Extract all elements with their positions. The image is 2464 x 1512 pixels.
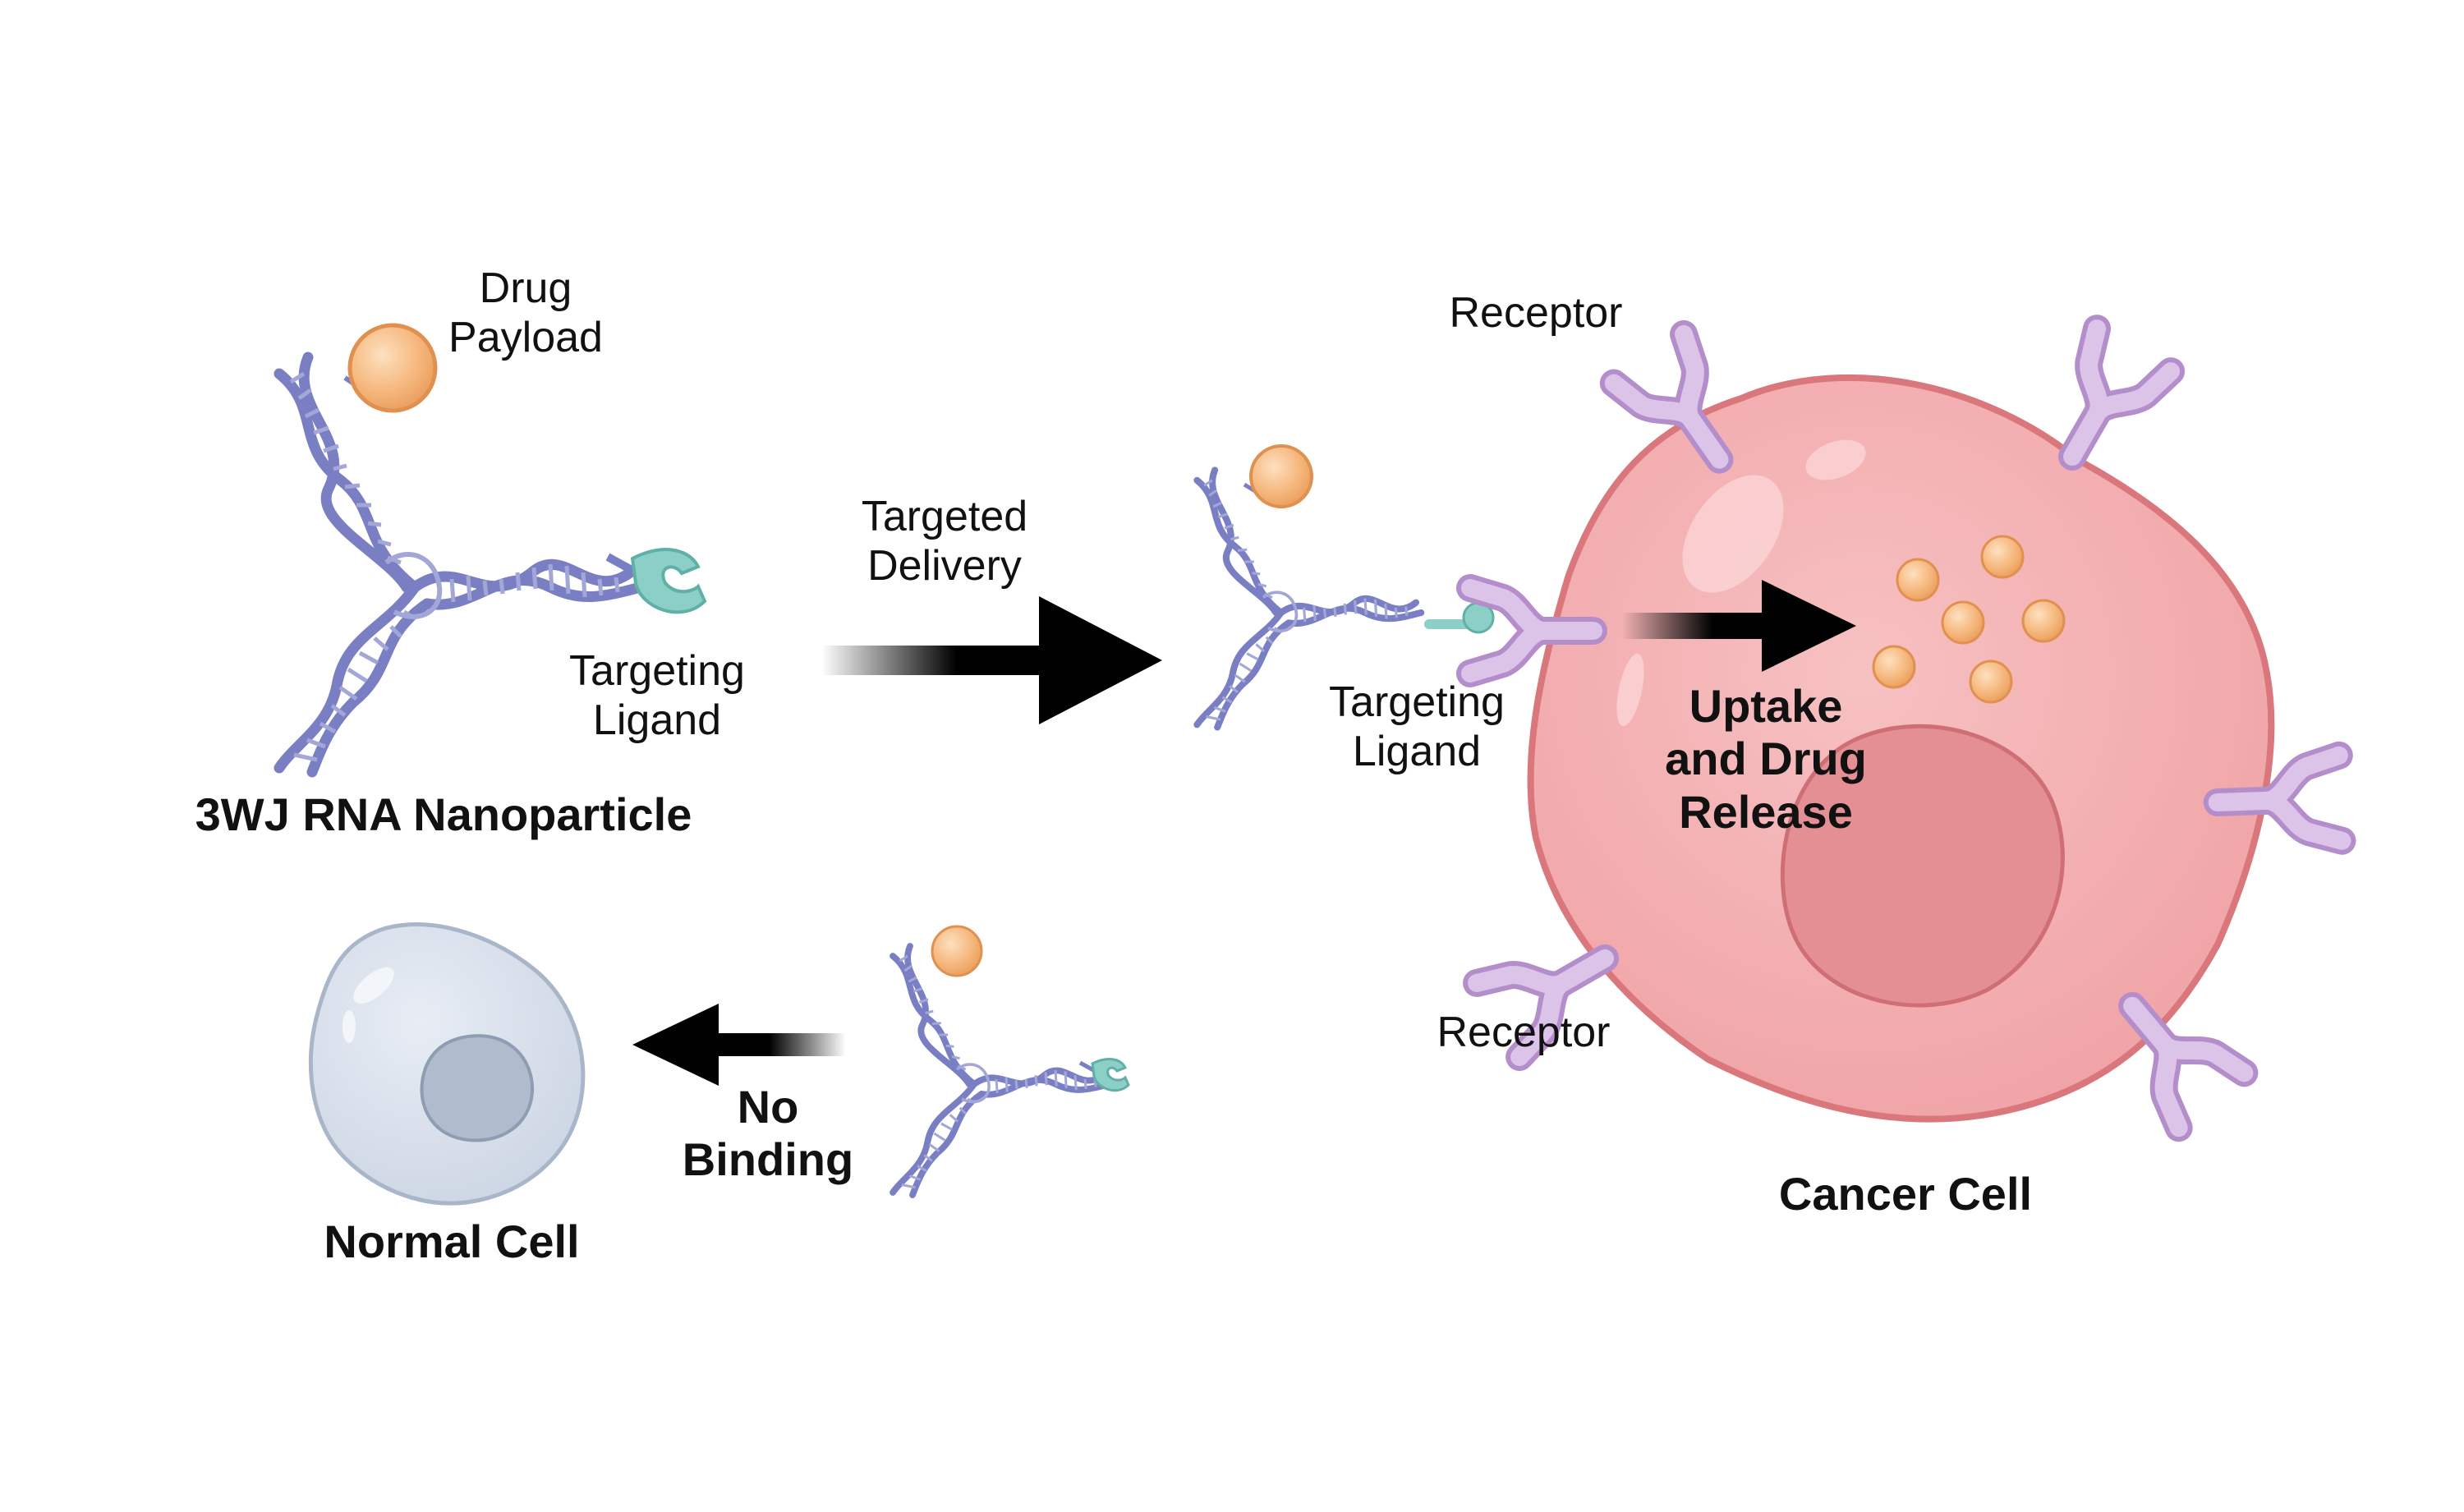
drug-payload-label: Drug Payload	[448, 264, 603, 361]
normal-cell-icon	[308, 922, 586, 1206]
cancer-cell-label: Cancer Cell	[1778, 1168, 2033, 1220]
released-drug-particles	[1872, 535, 2066, 704]
nanoparticle-title: 3WJ RNA Nanoparticle	[195, 788, 692, 840]
receptor-label-top: Receptor	[1449, 289, 1623, 337]
cancer-nucleus	[1780, 724, 2065, 1008]
rna-nanoparticle-unbound-icon	[893, 946, 1110, 1195]
drug-payload-icon	[347, 323, 438, 413]
targeting-ligand-mid-icon	[1424, 601, 1495, 634]
targeting-ligand-label-mid: Targeting Ligand	[1329, 678, 1505, 775]
normal-cell-label: Normal Cell	[324, 1216, 580, 1267]
uptake-arrow-icon	[1622, 580, 1856, 672]
uptake-label: Uptake and Drug Release	[1665, 680, 1867, 838]
normal-nucleus	[420, 1034, 535, 1142]
targeting-ligand-bottom-icon	[1078, 1058, 1130, 1092]
arrow-left-icon	[632, 1004, 846, 1086]
drug-payload-mid-icon	[1249, 444, 1313, 508]
receptor-label-bottom: Receptor	[1437, 1009, 1611, 1056]
drug-payload-bottom-icon	[931, 925, 983, 977]
targeting-ligand-label-left: Targeting Ligand	[569, 647, 745, 744]
arrow-right-icon	[821, 596, 1162, 724]
no-binding-label: No Binding	[682, 1081, 854, 1186]
targeting-ligand-icon	[605, 548, 707, 614]
cancer-cell-icon	[1527, 374, 2275, 1123]
targeted-delivery-label: Targeted Delivery	[861, 493, 1028, 590]
